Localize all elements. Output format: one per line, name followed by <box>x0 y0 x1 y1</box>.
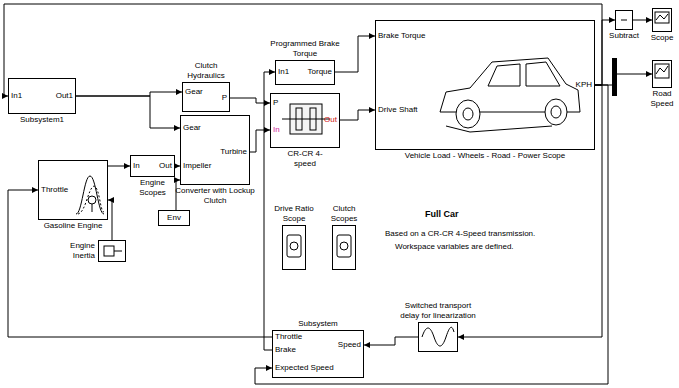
block-label: Subsystem1 <box>7 115 77 125</box>
scope-block: Clutch Scopes <box>332 225 356 270</box>
signal-line <box>255 85 608 384</box>
annotation-note: Workspace variables are defined. <box>395 241 514 253</box>
signal-line <box>340 110 375 120</box>
port-label: In1 <box>11 91 22 101</box>
signal-line <box>76 92 182 96</box>
clutch-hydraulics-block: Clutch HydraulicsGearP <box>182 82 230 112</box>
subsystem-block: ThrottleBrakeSpeedExpected SpeedSubsyste… <box>272 330 364 378</box>
port-label: Expected Speed <box>275 363 334 373</box>
block-label: Clutch Scopes <box>324 204 364 224</box>
block-label: Gasoline Engine <box>33 221 113 231</box>
scope-block: Road Speed <box>652 60 672 88</box>
block-label: CR-CR 4-speed <box>280 149 330 169</box>
port-label: Gear <box>183 123 201 133</box>
port-label: KPH <box>576 80 592 90</box>
port-label: Throttle <box>275 332 302 342</box>
signal-line <box>364 337 418 345</box>
port-label: In1 <box>278 67 289 77</box>
signal-line <box>250 130 270 152</box>
scope-block: Scope <box>652 8 672 32</box>
port-label: Env <box>159 213 189 223</box>
port-label: P <box>222 93 227 103</box>
signal-line <box>76 96 180 128</box>
block-label: Engine Inertia <box>53 241 95 261</box>
port-label: In <box>273 125 280 135</box>
port-label: Gear <box>185 87 203 97</box>
signal-line <box>458 85 602 337</box>
vehicle-block: Brake TorqueDrive ShaftKPHVehicle Load -… <box>375 20 595 150</box>
block-label: Road Speed <box>644 89 679 109</box>
env-block: Env <box>158 210 190 226</box>
port-label: In <box>133 161 140 171</box>
port-label: Throttle <box>41 185 68 195</box>
engine-block: ThrottleGasoline Engine <box>38 160 108 220</box>
signal-line <box>108 200 112 240</box>
delay-block: Switched transport delay for linearizati… <box>418 322 458 352</box>
port-label: Drive Shaft <box>378 105 418 115</box>
block-label: Subtract <box>604 31 644 41</box>
port-label: Brake Torque <box>378 31 425 41</box>
transmission-block: PInOutCR-CR 4-speed <box>270 93 340 148</box>
brake-torque-block: Programmed Brake TorqueIn1Torque <box>275 60 335 85</box>
port-label: Brake <box>275 345 296 355</box>
block-label: Drive Ratio Scope <box>269 204 319 224</box>
signal-line <box>4 4 602 96</box>
port-label: Out <box>324 115 337 125</box>
subsystem-block: In1Out1Subsystem1 <box>8 78 76 114</box>
block-label: Converter with Lockup Clutch <box>175 186 255 206</box>
inertia-block: Engine Inertia <box>98 240 126 262</box>
port-label: Out <box>159 161 172 171</box>
block-label: Switched transport delay for linearizati… <box>398 301 478 321</box>
block-label: Scope <box>644 33 679 43</box>
diagram-title-note: Full Car <box>425 208 459 220</box>
block-label: Clutch Hydraulics <box>176 61 236 81</box>
signal-line <box>595 20 615 85</box>
annotation-note: Based on a CR-CR 4-Speed transmission. <box>385 228 535 240</box>
converter-block: GearImpellerTurbineConverter with Lockup… <box>180 115 250 185</box>
port-label: Turbine <box>220 147 247 157</box>
block-label: Vehicle Load - Wheels - Road - Power Sco… <box>365 151 605 161</box>
block-label: Engine Scopes <box>130 178 175 198</box>
signal-line <box>595 74 652 85</box>
signal-line <box>108 166 130 167</box>
signal-line <box>8 190 272 337</box>
port-label: Torque <box>308 67 332 77</box>
port-label: P <box>273 98 278 108</box>
signal-line <box>633 20 652 21</box>
sum-block: Subtract <box>615 10 633 30</box>
port-label: Impeller <box>183 161 211 171</box>
port-label: Out1 <box>56 91 73 101</box>
block-label: Subsystem <box>288 319 348 329</box>
port-label: Speed <box>338 340 361 350</box>
block-label: Programmed Brake Torque <box>270 39 340 59</box>
scope-block: Drive Ratio Scope <box>282 225 306 270</box>
engine-scopes-block: InOutEngine Scopes <box>130 155 175 177</box>
signal-line <box>335 36 375 72</box>
